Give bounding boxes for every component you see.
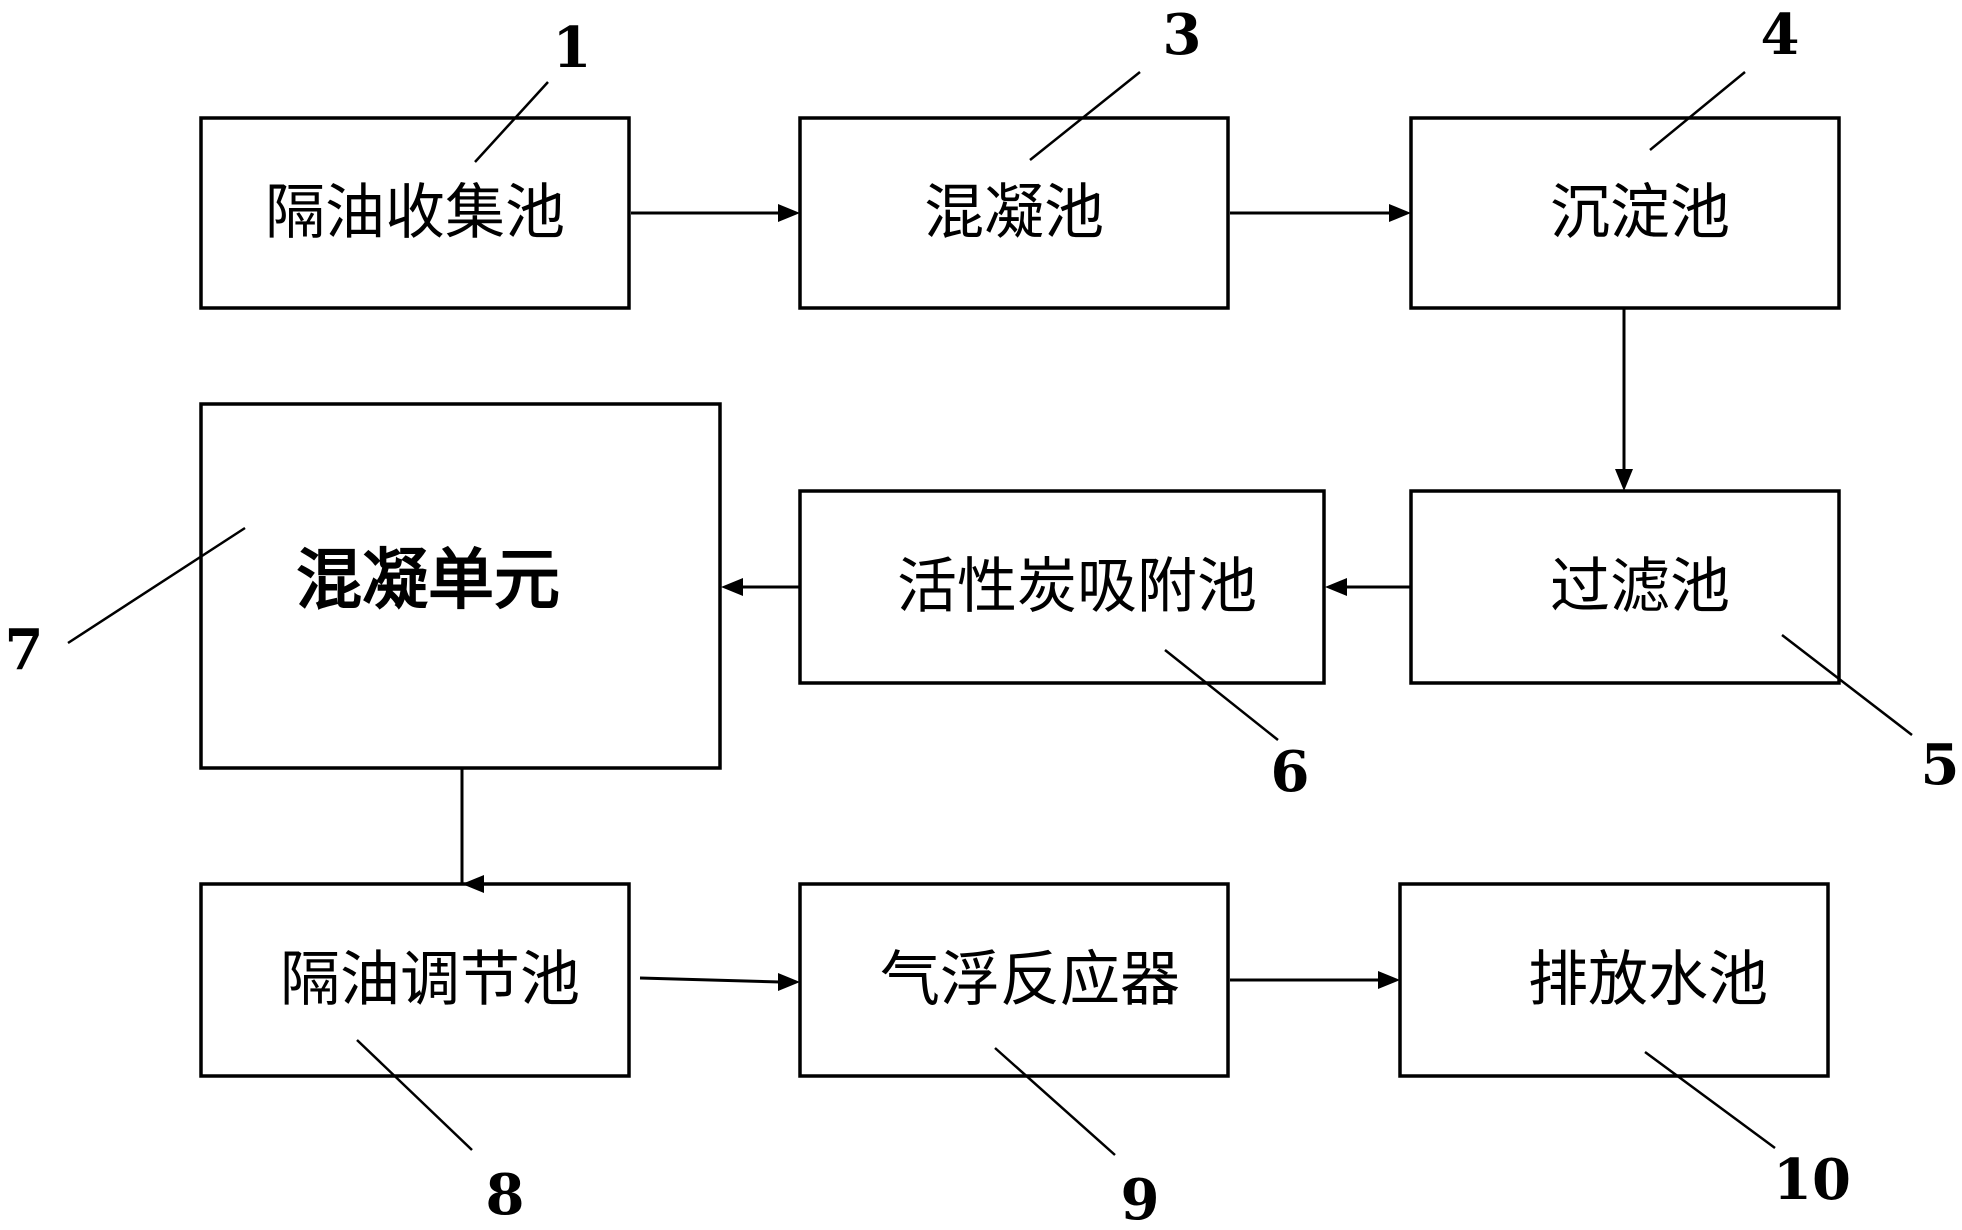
unit-discharge-tank: 排放水池 xyxy=(1398,882,1830,1078)
unit-discharge-tank-label: 排放水池 xyxy=(1528,945,1768,1015)
unit-sedimentation-tank-label: 沉淀池 xyxy=(1550,178,1730,248)
unit-coagulation-tank-label: 混凝池 xyxy=(924,178,1104,248)
flow-arrow-6-to-7 xyxy=(721,578,800,596)
reference-number-1: 1 xyxy=(553,15,592,81)
flow-arrow-1-to-3 xyxy=(631,204,800,222)
flow-arrow-7-to-8 xyxy=(460,768,484,893)
unit-activated-carbon-tank: 活性炭吸附池 xyxy=(798,489,1326,685)
unit-air-flotation-reactor-label: 气浮反应器 xyxy=(880,945,1180,1015)
leader-line-6 xyxy=(1164,649,1279,741)
flow-arrow-3-to-4 xyxy=(1230,204,1411,222)
leader-line-1 xyxy=(474,81,549,163)
reference-number-5: 5 xyxy=(1921,732,1960,798)
flow-arrow-5-to-6 xyxy=(1325,578,1411,596)
reference-number-9: 9 xyxy=(1121,1167,1160,1230)
leader-line-7 xyxy=(67,526,246,645)
leader-line-3 xyxy=(1029,71,1141,161)
unit-activated-carbon-tank-label: 活性炭吸附池 xyxy=(897,552,1257,622)
unit-oil-collection-tank-label: 隔油收集池 xyxy=(265,178,565,248)
unit-oil-regulating-tank-label: 隔油调节池 xyxy=(280,945,580,1015)
unit-oil-collection-tank: 隔油收集池 xyxy=(199,116,631,310)
flow-arrow-8-to-9 xyxy=(639,973,800,991)
unit-coagulation-tank: 混凝池 xyxy=(798,116,1230,310)
unit-oil-regulating-tank: 隔油调节池 xyxy=(199,882,631,1078)
flow-arrow-4-to-5 xyxy=(1615,308,1633,491)
reference-number-10: 10 xyxy=(1773,1147,1851,1213)
unit-coagulation-unit-label: 混凝单元 xyxy=(296,542,560,619)
reference-number-6: 6 xyxy=(1271,739,1310,805)
unit-coagulation-unit: 混凝单元 xyxy=(199,402,722,770)
leader-line-9 xyxy=(994,1047,1116,1156)
flow-arrow-9-to-10 xyxy=(1230,971,1400,989)
reference-number-4: 4 xyxy=(1761,2,1800,68)
reference-number-7: 7 xyxy=(5,617,44,683)
unit-sedimentation-tank: 沉淀池 xyxy=(1409,116,1841,310)
reference-number-3: 3 xyxy=(1163,2,1202,68)
unit-filtration-tank-label: 过滤池 xyxy=(1550,552,1730,622)
leader-line-10 xyxy=(1644,1050,1776,1150)
leader-line-8 xyxy=(356,1039,473,1151)
leader-line-4 xyxy=(1649,71,1746,151)
unit-air-flotation-reactor: 气浮反应器 xyxy=(798,882,1230,1078)
leader-line-5 xyxy=(1781,634,1913,736)
reference-number-8: 8 xyxy=(486,1162,525,1228)
unit-filtration-tank: 过滤池 xyxy=(1409,489,1841,685)
